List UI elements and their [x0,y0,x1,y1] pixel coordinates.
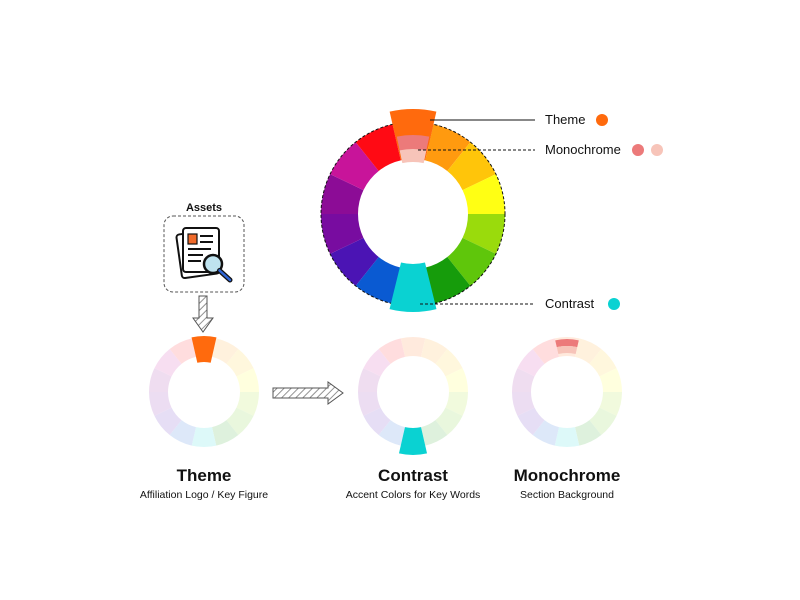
wheel-segment-amber [425,124,471,171]
faded-segment-indigo [154,407,182,436]
faded-segment-yellow_green [445,392,468,416]
faded-segment-yellow_orange [226,348,254,377]
faded-segment-red [169,338,196,364]
faded-segment-violet [511,392,535,416]
faded-segment-amber [212,338,239,364]
document-search-icon [175,227,233,283]
wheel-segment-dark_green [425,257,471,304]
contrast-color-dot [608,298,620,310]
faded-segment-indigo [363,407,391,436]
faded-segment-indigo [517,407,545,436]
faded-segment-yellow_green [599,392,622,416]
contrast-small-wheel [358,336,468,456]
faded-segment-purple [512,368,535,392]
big-wheel-highlights [389,109,437,312]
faded-segment-red [532,338,559,364]
monochrome-dark-band [396,135,430,152]
monochrome-dark-band [555,339,579,348]
faded-segment-violet [149,392,172,416]
contrast-highlight-segment [389,262,437,312]
wheel-segment-indigo [330,237,379,286]
faded-segment-yellow [599,368,622,392]
faded-segment-green [589,407,617,436]
contrast-column-subtitle: Accent Colors for Key Words [345,489,481,501]
monochrome-light-band [399,149,427,164]
faded-segment-amber [575,338,602,364]
legend-contrast-label: Contrast [545,296,595,311]
faded-segment-yellow [445,368,468,392]
monochrome-column-title: Monochrome [513,466,621,485]
faded-segment-magenta [517,348,545,377]
faded-segment-magenta [154,348,182,377]
faded-segment-yellow [236,368,259,392]
wheel-segment-blue [355,257,401,304]
theme-color-dot [596,114,608,126]
monochrome-light-dot [651,144,663,156]
faded-segment-cyan [554,427,580,447]
faded-segment-yellow_orange [435,348,463,377]
wheel-segment-yellow_green [462,214,505,254]
faded-segment-yellow_orange [589,348,617,377]
contrast-column-title: Contrast [378,466,448,485]
faded-segment-magenta [363,348,391,377]
monochrome-small-wheel [511,337,622,447]
theme-highlight-segment [191,336,217,363]
faded-segment-cyan [191,427,217,447]
wheel-segment-green [447,237,496,286]
wheel-segment-yellow [462,174,505,214]
wheel-segment-magenta [330,142,379,191]
wheel-segment-violet [321,214,364,254]
faded-segment-red [378,338,405,364]
faded-segment-dark_green [212,420,239,446]
wheel-segment-purple [321,174,364,214]
down-arrow [192,295,214,333]
faded-segment-violet [358,392,381,416]
legend-theme-label: Theme [545,112,586,127]
contrast-highlight-segment [398,427,428,456]
faded-segment-purple [149,368,172,392]
wheel-segment-red [355,124,401,171]
faded-segment-dark_green [421,420,448,446]
wheel-segment-yellow_orange [447,142,496,191]
assets-box [163,215,245,293]
faded-segment-orange [400,336,426,357]
legend-monochrome-label: Monochrome [545,142,621,157]
right-arrow [272,381,344,405]
assets-title: Assets [185,202,223,214]
faded-segment-blue [378,420,405,446]
faded-segment-yellow_green [236,392,259,416]
faded-segment-purple [358,368,381,392]
monochrome-column-subtitle: Section Background [520,489,614,501]
faded-segment-dark_green [575,420,602,446]
theme-column-title: Theme [176,466,232,485]
faded-segment-blue [532,420,559,446]
faded-segment-green [435,407,463,436]
monochrome-dark-dot [632,144,644,156]
theme-small-wheel [149,336,259,447]
faded-segment-green [226,407,254,436]
monochrome-light-band [556,346,578,354]
theme-column-subtitle: Affiliation Logo / Key Figure [139,489,269,501]
faded-segment-blue [169,420,196,446]
faded-segment-amber [421,338,448,364]
